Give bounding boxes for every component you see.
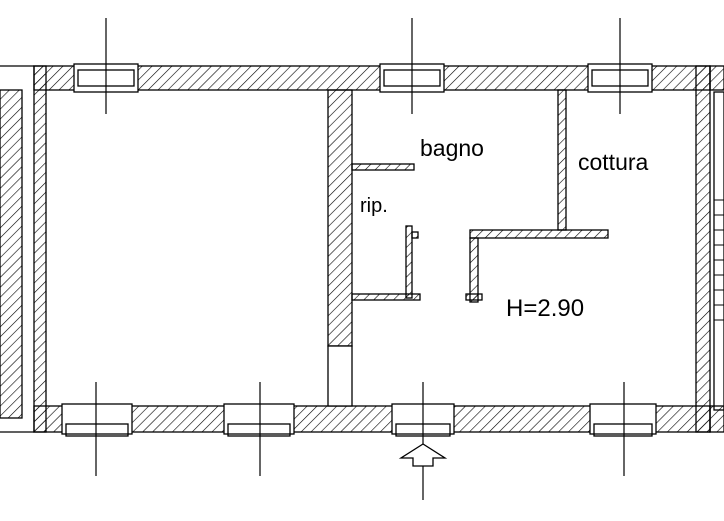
outer-walls bbox=[33, 65, 711, 433]
staircase-steps bbox=[714, 199, 724, 321]
opening-axis-marks bbox=[95, 18, 625, 500]
central-wall bbox=[327, 89, 353, 347]
rip-bottom-partition bbox=[351, 293, 421, 301]
entrance-arrow-icon bbox=[398, 443, 448, 467]
bagno-vertical-partition bbox=[469, 237, 479, 303]
window-bottom-2 bbox=[223, 403, 295, 437]
ceiling-height-label: H=2.90 bbox=[506, 295, 584, 322]
rip-top-partition bbox=[351, 163, 415, 171]
bath-kitchen-wall bbox=[557, 89, 567, 231]
room-label-cottura: cottura bbox=[578, 149, 649, 175]
rip-right-partition bbox=[405, 225, 413, 299]
room-label-bagno: bagno bbox=[420, 135, 484, 161]
right-wall bbox=[695, 65, 711, 433]
central-wall-opening bbox=[327, 345, 353, 407]
bagno-horizontal-partition bbox=[469, 229, 609, 239]
left-neighbor-wall bbox=[0, 65, 34, 433]
right-neighbor bbox=[709, 65, 724, 433]
interior-partitions bbox=[351, 163, 609, 303]
left-wall bbox=[33, 65, 47, 433]
window-bottom-1 bbox=[61, 403, 133, 437]
window-bottom-4 bbox=[589, 403, 657, 437]
room-label-ripostiglio: rip. bbox=[360, 195, 388, 217]
